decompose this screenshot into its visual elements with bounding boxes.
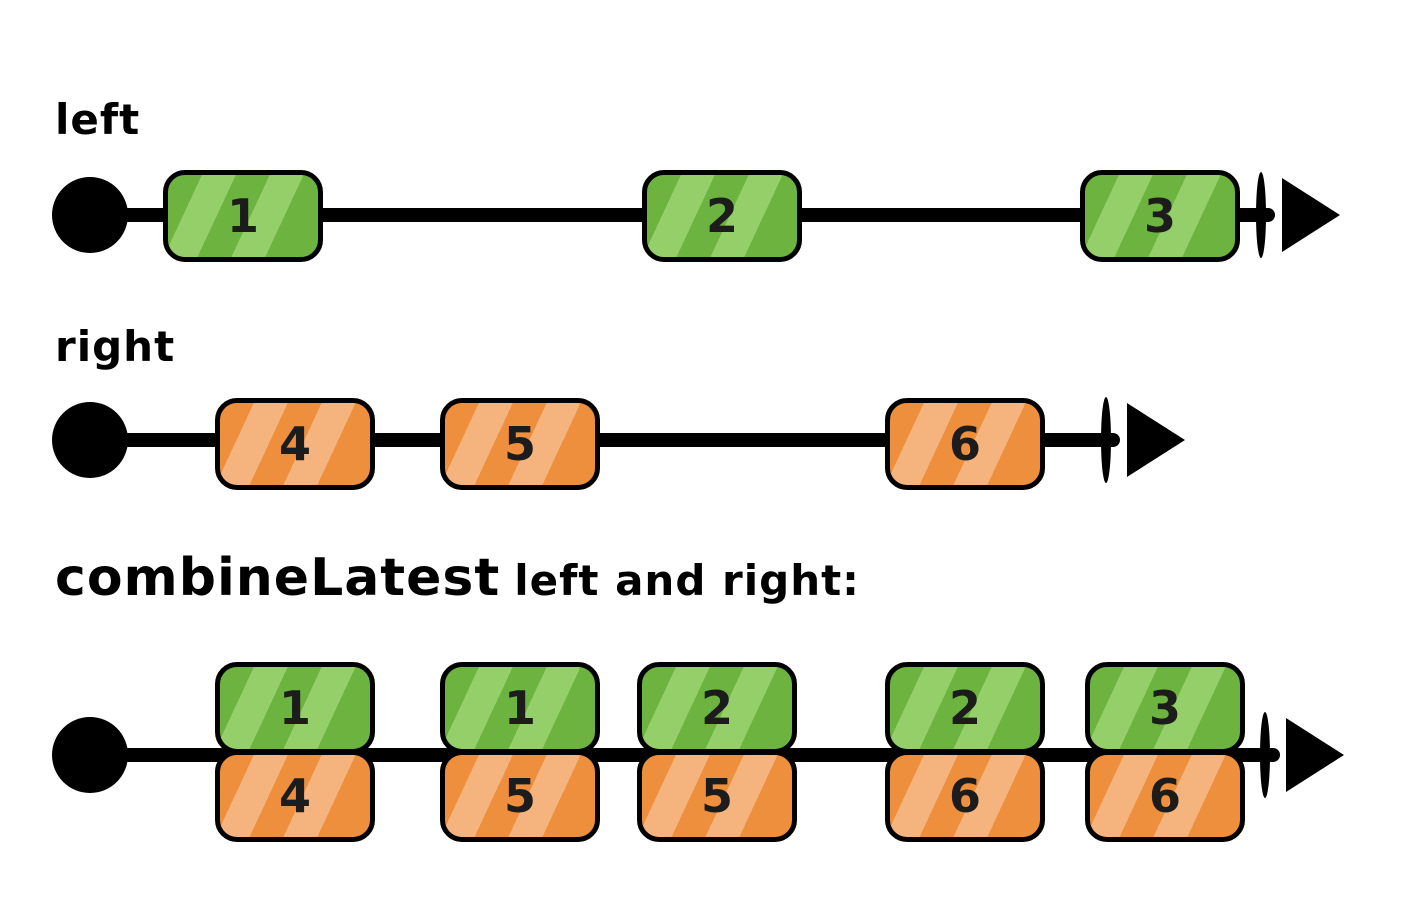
marble: 3 xyxy=(1080,170,1240,262)
operator-caption: combineLatest left and right: xyxy=(55,548,860,608)
marble: 5 xyxy=(637,750,797,842)
marble: 6 xyxy=(1085,750,1245,842)
marble: 6 xyxy=(885,398,1045,490)
left-timeline-completion-tick xyxy=(1256,172,1266,258)
right-stream-label: right xyxy=(55,322,176,371)
marble: 1 xyxy=(215,662,375,754)
marble: 6 xyxy=(885,750,1045,842)
operator-name: combineLatest xyxy=(55,548,501,608)
marble: 4 xyxy=(215,398,375,490)
marble: 5 xyxy=(440,398,600,490)
left-timeline-origin-dot xyxy=(52,177,128,253)
marble: 3 xyxy=(1085,662,1245,754)
marble: 1 xyxy=(440,662,600,754)
marble: 2 xyxy=(642,170,802,262)
left-stream-label: left xyxy=(55,95,141,144)
combined-timeline-arrowhead-icon xyxy=(1286,718,1344,792)
combined-timeline-completion-tick xyxy=(1260,712,1270,798)
marble: 2 xyxy=(885,662,1045,754)
right-timeline-arrowhead-icon xyxy=(1127,403,1185,477)
right-timeline-completion-tick xyxy=(1101,397,1111,483)
marble: 2 xyxy=(637,662,797,754)
left-timeline-arrowhead-icon xyxy=(1282,178,1340,252)
right-timeline-origin-dot xyxy=(52,402,128,478)
combined-timeline-origin-dot xyxy=(52,717,128,793)
marble: 4 xyxy=(215,750,375,842)
marble: 5 xyxy=(440,750,600,842)
operator-suffix: left and right: xyxy=(514,556,860,605)
marble: 1 xyxy=(163,170,323,262)
